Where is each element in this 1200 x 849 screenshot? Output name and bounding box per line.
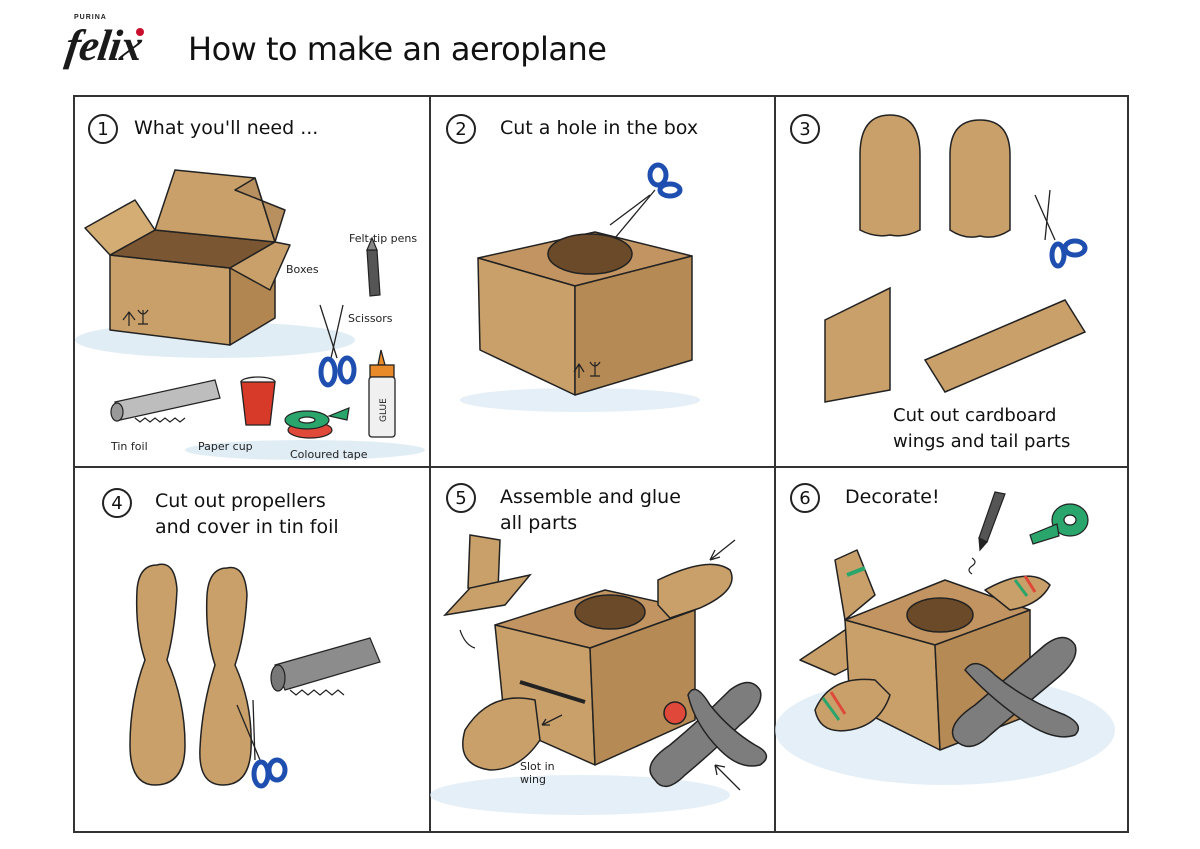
boxes-label: Boxes <box>286 263 319 276</box>
coloured-tape-label: Coloured tape <box>290 448 368 461</box>
scissors-icon <box>1034 189 1088 269</box>
step-1-text: What you'll need ... <box>134 117 319 139</box>
slot-in-wing-label: Slot in wing <box>520 760 555 786</box>
step-1-number: 1 <box>88 114 118 144</box>
coloured-tape-icon <box>284 407 350 439</box>
scissors-icon <box>318 304 357 388</box>
page-title: How to make an aeroplane <box>188 30 607 68</box>
logo-accent-dot <box>136 28 144 36</box>
arrow-icon <box>459 629 476 649</box>
tin-foil-label: Tin foil <box>111 440 148 453</box>
panel-4-illustration <box>129 563 381 789</box>
step-5-text: Assemble and glue all parts <box>500 486 681 534</box>
wing-icon <box>462 563 733 771</box>
grid-divider-v1 <box>429 97 431 831</box>
paper-cup-icon <box>240 376 276 426</box>
wing-left-icon <box>859 114 921 237</box>
felt-tip-pens-label: Felt-tip pens <box>349 232 418 245</box>
panel-6-illustration <box>775 491 1115 785</box>
propeller-icon <box>649 681 768 788</box>
instruction-grid <box>73 95 1129 833</box>
step-2-text: Cut a hole in the box <box>500 117 699 139</box>
step-6-text: Decorate! <box>845 486 940 508</box>
tin-foil-icon <box>110 379 221 423</box>
coloured-tape-icon <box>1029 503 1089 545</box>
arrow-icon <box>714 764 741 791</box>
panel-3-illustration <box>824 114 1088 403</box>
grid-divider-v2 <box>774 97 776 831</box>
decorated-aeroplane-icon <box>799 549 1080 751</box>
tin-foil-icon <box>270 637 381 696</box>
tail-parts-icon <box>442 534 532 617</box>
tail-fin-icon <box>824 286 891 403</box>
scissors-icon <box>236 699 288 789</box>
scissors-icon <box>609 162 683 239</box>
step-5-number: 5 <box>446 483 476 513</box>
glue-bottle-icon: GLUE <box>368 349 396 438</box>
squiggle-icon <box>968 557 976 575</box>
wing-right-icon <box>949 119 1011 238</box>
arrow-icon <box>541 714 563 726</box>
box-icon <box>84 169 291 346</box>
panel-1-illustration: GLUE <box>75 169 425 460</box>
box-with-hole-icon <box>477 231 693 396</box>
arrow-icon <box>709 539 736 561</box>
step-3-number: 3 <box>790 114 820 144</box>
felt-pen-icon <box>366 236 381 297</box>
felix-logo: felix <box>62 21 146 70</box>
glue-label: GLUE <box>379 398 389 422</box>
tail-wing-icon <box>923 299 1087 393</box>
felt-pen-icon <box>978 491 1006 552</box>
purina-wordmark: PURINA <box>74 14 107 21</box>
step-4-number: 4 <box>102 488 132 518</box>
panel-5-illustration <box>430 534 768 815</box>
scissors-label: Scissors <box>348 312 393 325</box>
panel-2-illustration <box>460 162 700 412</box>
step-4-text: Cut out propellers and cover in tin foil <box>155 490 339 538</box>
propeller-right-icon <box>199 566 252 786</box>
step-6-number: 6 <box>790 483 820 513</box>
paper-cup-label: Paper cup <box>198 440 253 453</box>
grid-divider-h <box>75 466 1127 468</box>
panel-3-caption: Cut out cardboard wings and tail parts <box>893 405 1071 452</box>
step-2-number: 2 <box>446 114 476 144</box>
propeller-left-icon <box>129 563 186 786</box>
brand-logo: PURINA felix <box>63 14 166 84</box>
